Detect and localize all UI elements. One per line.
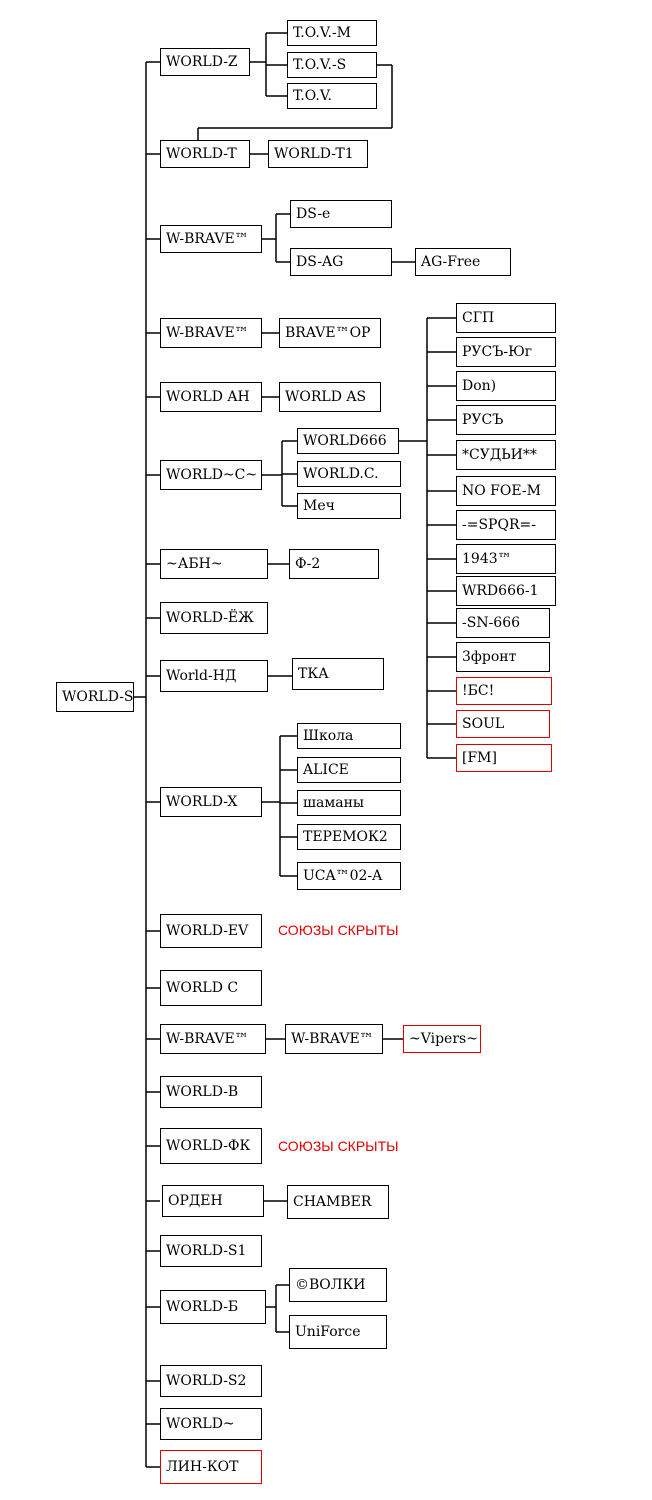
node-world-b: WORLD-B xyxy=(160,1076,262,1108)
node-alice: ALICE xyxy=(297,757,401,783)
node-shamany: шаманы xyxy=(297,790,401,816)
node-world-fk: WORLD-ФК xyxy=(160,1128,262,1164)
node-orden: ОРДЕН xyxy=(162,1185,264,1217)
node-world-x: WORLD-X xyxy=(160,787,262,817)
node-world-as: WORLD AS xyxy=(279,382,381,412)
node-soul: SOUL xyxy=(456,710,550,738)
node-uca: UCA™02-A xyxy=(297,862,401,890)
node-world-t1: WORLD-T1 xyxy=(268,140,368,168)
node-rus: РУСЪ xyxy=(456,405,556,435)
node-teremok2: ТЕРЕМОК2 xyxy=(297,824,401,850)
node-chamber: CHAMBER xyxy=(287,1185,389,1219)
node-tov-m: T.O.V.-M xyxy=(287,20,377,46)
node-no-foe-m: NO FOE-M xyxy=(456,476,556,506)
node-tov-s: T.O.V.-S xyxy=(287,52,377,78)
node-1943: 1943™ xyxy=(456,544,556,574)
node-w-brave-4: W-BRAVE™ xyxy=(285,1024,383,1054)
node-ag-free: AG-Free xyxy=(415,248,511,276)
node-vipers: ~Vipers~ xyxy=(403,1025,481,1053)
node-world-c-dot: WORLD.C. xyxy=(297,461,401,487)
note-fk-hidden: СОЮЗЫ СКРЫТЫ xyxy=(278,1138,399,1154)
node-volki: ©ВОЛКИ xyxy=(289,1268,387,1302)
node-3front: 3фронт xyxy=(456,642,550,672)
node-spqr: -=SPQR=- xyxy=(456,510,556,540)
node-shkola: Школа xyxy=(297,723,401,749)
node-world-c-tilde: WORLD~C~ xyxy=(160,460,262,490)
node-world-tilde: WORLD~ xyxy=(160,1408,262,1440)
node-brave-op: BRAVE™OP xyxy=(279,318,381,348)
note-ev-hidden: СОЮЗЫ СКРЫТЫ xyxy=(278,922,399,938)
node-tov: T.O.V. xyxy=(287,83,377,109)
node-world-c: WORLD C xyxy=(160,970,262,1006)
node-world-z: WORLD-Z xyxy=(160,48,250,76)
node-sudi: *СУДЬИ** xyxy=(456,440,556,470)
node-ds-ag: DS-AG xyxy=(290,248,392,276)
node-abn: ~АБН~ xyxy=(160,549,268,579)
node-f2: Ф-2 xyxy=(289,549,379,579)
node-mech: Меч xyxy=(297,493,401,519)
node-world666: WORLD666 xyxy=(297,428,399,454)
node-world-b-cyr: WORLD-Б xyxy=(160,1290,266,1324)
node-world-ej: WORLD-ЁЖ xyxy=(160,602,268,634)
node-uniforce: UniForce xyxy=(289,1315,387,1349)
node-tka: ТКА xyxy=(292,658,384,690)
node-rus-yug: РУСЪ-Юг xyxy=(456,337,556,367)
node-world-s: WORLD-S xyxy=(56,682,134,712)
node-ds-e: DS-e xyxy=(290,200,392,228)
node-world-nd: World-НД xyxy=(160,660,268,692)
node-world-t: WORLD-T xyxy=(160,140,250,168)
node-w-brave-3: W-BRAVE™ xyxy=(160,1024,266,1054)
node-fm: [FM] xyxy=(456,744,552,772)
node-world-s1: WORLD-S1 xyxy=(160,1235,262,1267)
node-world-ah: WORLD AH xyxy=(160,382,262,412)
node-w-brave-1: W-BRAVE™ xyxy=(160,225,262,253)
node-world-ev: WORLD-EV xyxy=(160,914,262,948)
node-lin-kot: ЛИН-КОТ xyxy=(160,1450,262,1484)
node-sn-666: -SN-666 xyxy=(456,608,550,638)
node-bs: !БС! xyxy=(456,677,552,705)
node-w-brave-2: W-BRAVE™ xyxy=(160,318,262,348)
node-world-s2: WORLD-S2 xyxy=(160,1365,262,1397)
node-don: Don) xyxy=(456,371,556,401)
node-sgp: СГП xyxy=(456,303,556,333)
node-wrd666-1: WRD666-1 xyxy=(456,576,556,606)
